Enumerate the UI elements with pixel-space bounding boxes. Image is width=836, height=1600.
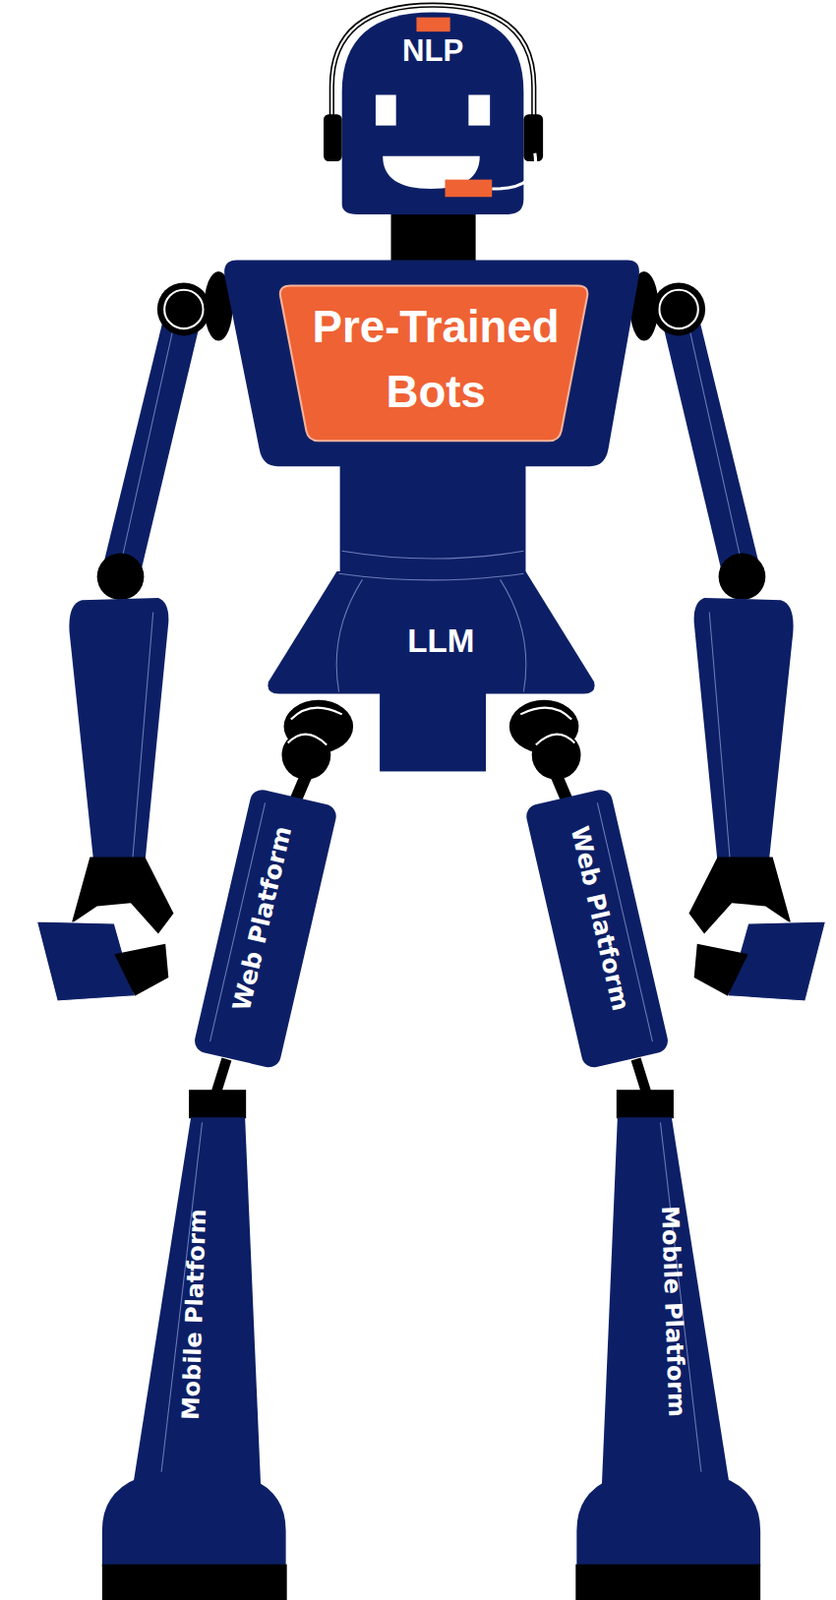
microphone-arm <box>491 153 536 189</box>
head <box>342 11 525 214</box>
right-arm <box>629 271 826 1002</box>
ear <box>323 114 343 162</box>
hip-line <box>336 573 527 692</box>
microphone <box>444 179 492 198</box>
eye <box>375 94 397 125</box>
torso <box>224 260 640 468</box>
part-label: LLM <box>407 620 475 662</box>
part-label: NLP <box>402 30 464 72</box>
part-label: Mobile Platform <box>175 1208 214 1422</box>
waist <box>340 464 527 577</box>
headband-edge <box>331 4 534 128</box>
ear <box>523 114 543 162</box>
robot-part-label-box: NLP <box>341 28 526 74</box>
left-arm <box>36 271 233 1002</box>
waist-line <box>342 550 525 559</box>
part-label: Pre-Trained Bots <box>282 294 589 425</box>
robot-part-label-box: LLM <box>369 618 513 664</box>
part-label: Web Platform <box>225 823 299 1015</box>
hip <box>267 571 595 695</box>
left-leg <box>102 700 354 1600</box>
eye <box>468 94 490 125</box>
robot-part-label-box: Web Platform <box>216 799 309 1038</box>
robot-part-label-box: Web Platform <box>553 799 647 1038</box>
robot-part-label-box: Mobile Platform <box>651 1178 698 1445</box>
robot-part-label-box: Pre-Trained Bots <box>282 282 589 436</box>
neck <box>391 209 477 266</box>
robot-part-label-box: Mobile Platform <box>171 1181 218 1448</box>
right-leg <box>509 700 761 1600</box>
head-light <box>416 17 450 33</box>
hip-lower <box>379 683 486 772</box>
part-label: Mobile Platform <box>655 1205 694 1419</box>
part-label: Web Platform <box>562 823 637 1015</box>
